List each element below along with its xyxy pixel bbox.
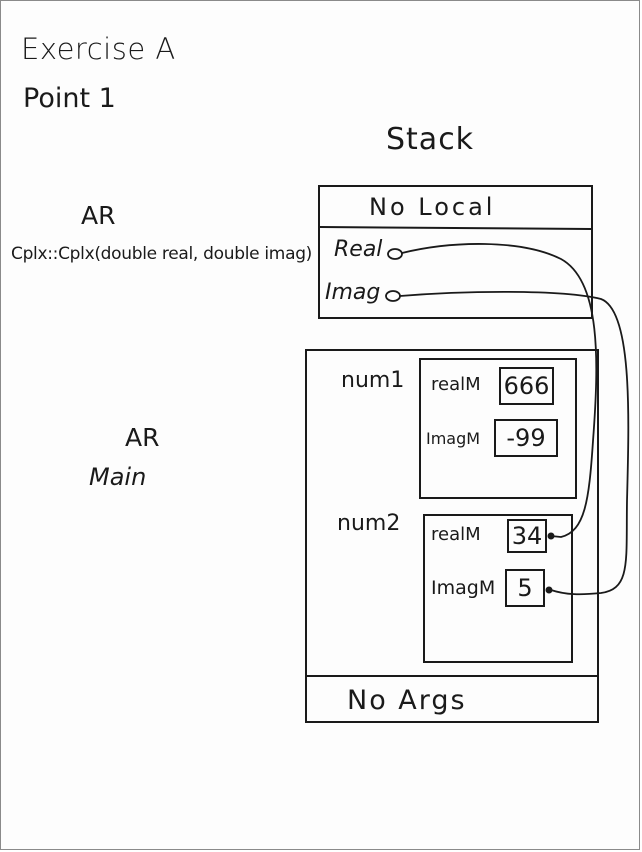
- point-label: Point 1: [23, 83, 116, 114]
- param-real-label: Real: [334, 237, 383, 262]
- num1-label: num1: [341, 368, 405, 393]
- num2-imagm-label: ImagM: [431, 577, 496, 599]
- ctor-signature: Cplx::Cplx(double real, double imag): [11, 244, 313, 264]
- exercise-title: Exercise A: [21, 32, 176, 66]
- main-frame-divider: [307, 675, 597, 677]
- no-local-label: No Local: [369, 193, 496, 221]
- ar-label-main: AR: [125, 423, 160, 452]
- num2-realm-label: realM: [431, 524, 481, 545]
- stack-heading: Stack: [386, 122, 475, 157]
- main-label: Main: [89, 463, 147, 491]
- num1-imagm-value: -99: [494, 419, 558, 457]
- num2-realm-value: 34: [507, 519, 547, 553]
- num1-realm-label: realM: [431, 374, 481, 395]
- num2-imagm-value: 5: [505, 569, 545, 607]
- ar-label-ctor: AR: [81, 201, 116, 230]
- num1-imagm-label: ImagM: [426, 429, 481, 448]
- num1-realm-value: 666: [499, 367, 554, 405]
- param-imag-label: Imag: [325, 280, 381, 305]
- num2-label: num2: [337, 511, 401, 536]
- ctor-frame-divider: [319, 226, 592, 230]
- no-args-label: No Args: [347, 685, 467, 716]
